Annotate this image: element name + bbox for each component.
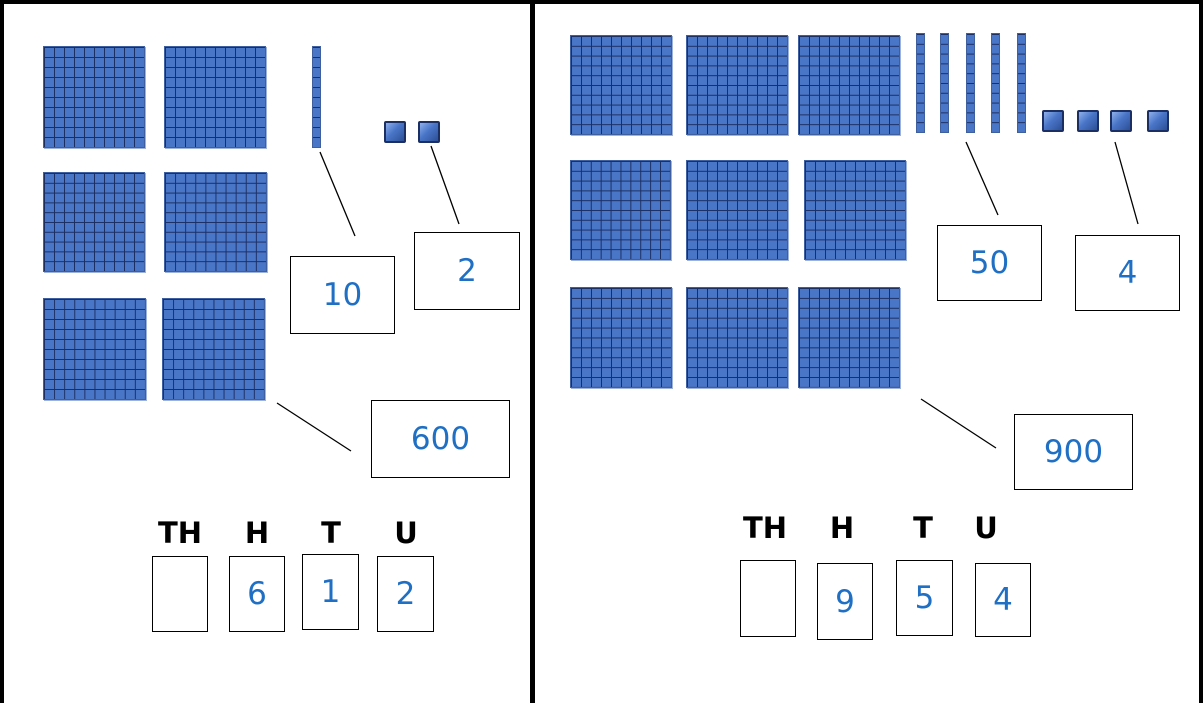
digit-box-tens[interactable]: 5 — [896, 560, 953, 636]
hundred-block — [798, 287, 900, 388]
header-hundreds: H — [812, 511, 872, 545]
unit-cube — [1147, 110, 1169, 132]
header-units: U — [956, 511, 1016, 545]
hundred-block — [570, 287, 672, 388]
hundred-block — [570, 160, 671, 260]
unit-cube — [1042, 110, 1064, 132]
units-value-box: 4 — [1075, 235, 1180, 311]
digit-box-hundreds[interactable]: 9 — [817, 563, 873, 640]
digit-box-units[interactable]: 4 — [975, 563, 1031, 637]
hundred-block — [798, 35, 900, 135]
ten-rod — [991, 33, 1000, 133]
digit-box-thousands[interactable] — [740, 560, 796, 637]
hundreds-value-box: 900 — [1014, 414, 1133, 490]
hundred-block — [686, 160, 788, 260]
hundred-block — [570, 35, 672, 135]
ten-rod — [940, 33, 949, 133]
unit-cube — [1110, 110, 1132, 132]
unit-cube — [1077, 110, 1099, 132]
header-thousands: TH — [735, 511, 795, 545]
ten-rod — [916, 33, 925, 133]
ten-rod — [1017, 33, 1026, 133]
hundred-block — [804, 160, 906, 260]
ten-rod — [966, 33, 975, 133]
hundred-block — [686, 287, 788, 388]
tens-value-box: 50 — [937, 225, 1042, 301]
header-tens: T — [893, 511, 953, 545]
hundred-block — [686, 35, 788, 135]
